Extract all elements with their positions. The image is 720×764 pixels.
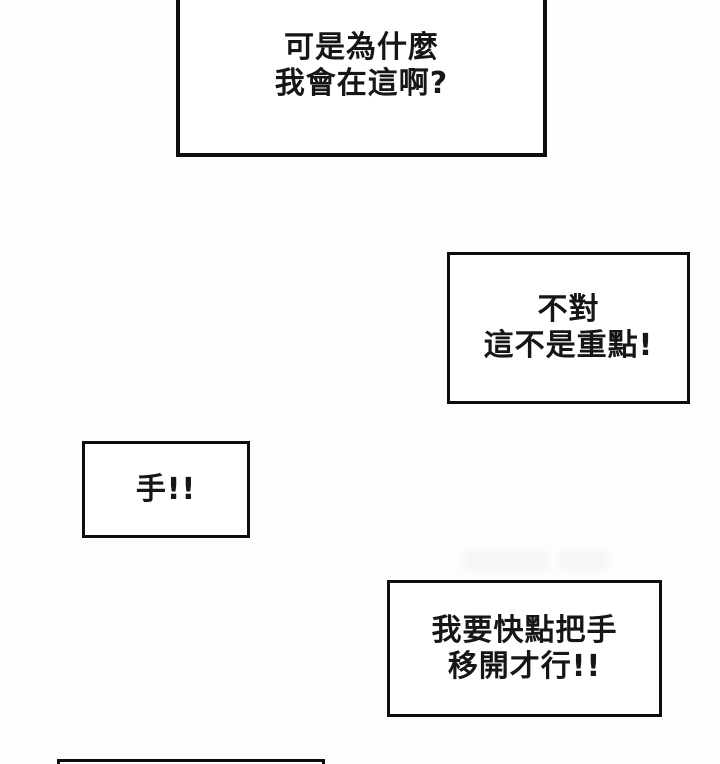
speech-line: 可是為什麼 — [284, 29, 439, 65]
speech-line: 手!! — [135, 471, 197, 507]
speech-bubble-bottom-right: 我要快點把手 移開才行!! — [387, 580, 662, 717]
speech-line: 我要快點把手 — [431, 612, 618, 648]
speech-line: 我會在這啊? — [274, 65, 449, 101]
watermark-smudge — [558, 551, 608, 571]
speech-text: 可是為什麼 我會在這啊? — [275, 30, 448, 102]
speech-line: 不對 — [537, 292, 600, 327]
speech-line: 這不是重點! — [483, 328, 654, 363]
speech-line: 移開才行!! — [447, 648, 602, 684]
speech-bubble-bottom-cropped — [57, 759, 325, 764]
watermark-smudge — [463, 551, 548, 571]
speech-bubble-top: 可是為什麼 我會在這啊? — [176, 0, 547, 157]
speech-text: 我要快點把手 移開才行!! — [432, 613, 618, 685]
speech-text: 不對 這不是重點! — [484, 292, 654, 364]
speech-bubble-middle-right: 不對 這不是重點! — [447, 252, 690, 404]
speech-bubble-left: 手!! — [82, 441, 250, 538]
speech-text: 手!! — [136, 472, 196, 508]
